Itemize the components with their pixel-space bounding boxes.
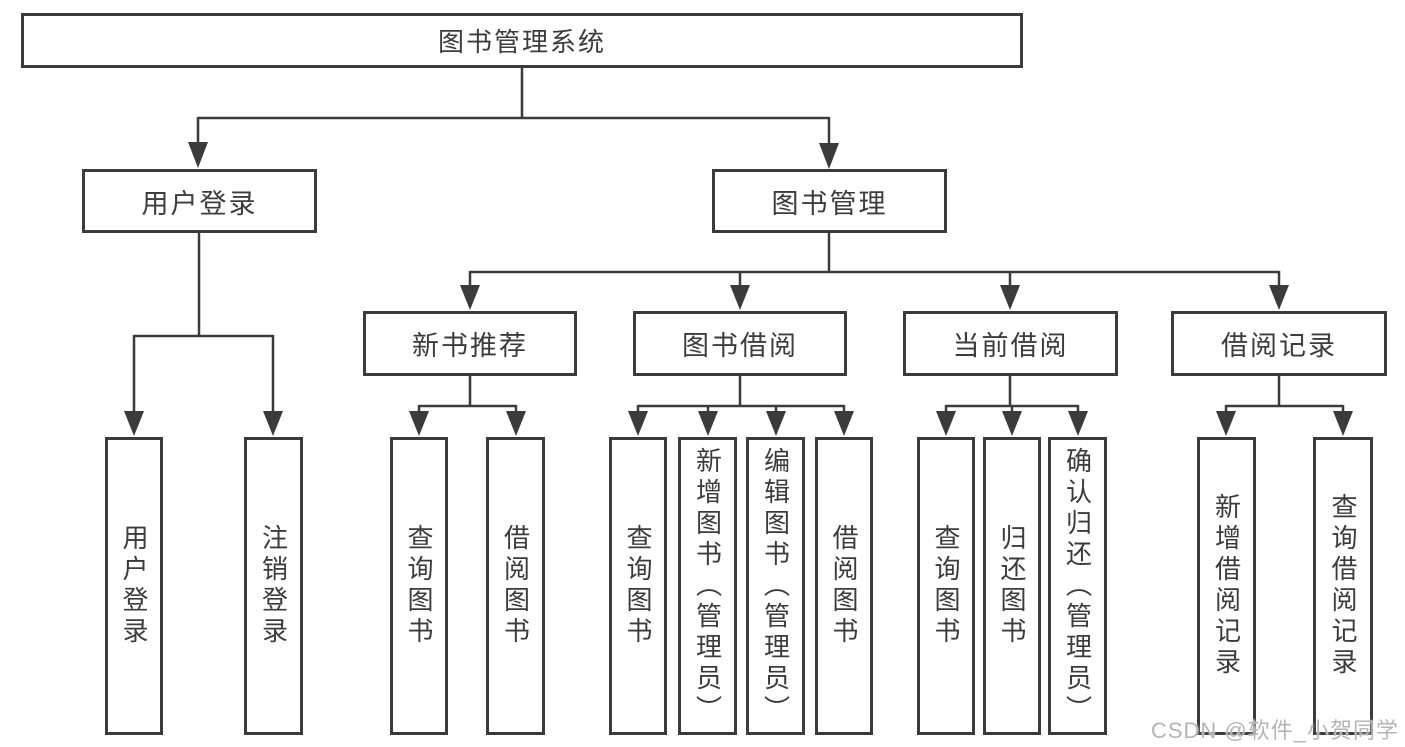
leaf-cb-query-book: 查询图书 <box>917 437 975 735</box>
leaf-br-query-record-label: 查询借阅记录 <box>1328 493 1358 679</box>
arrow-down-icon <box>1002 411 1022 436</box>
connector-lines <box>132 68 1345 414</box>
leaf-user-login-label: 用户登录 <box>119 524 149 648</box>
leaf-br-add-record-label: 新增借阅记录 <box>1211 493 1242 679</box>
node-borrow-records: 借阅记录 <box>1171 311 1387 376</box>
leaf-bb-add-book-label: 新增图书（管理员） <box>692 446 723 726</box>
leaf-cb-return-book: 归还图书 <box>983 437 1041 735</box>
leaf-br-add-record: 新增借阅记录 <box>1197 437 1256 735</box>
leaf-cb-confirm-return: 确认归还（管理员） <box>1048 437 1107 735</box>
leaf-cb-return-book-label: 归还图书 <box>997 524 1027 648</box>
node-new-book-recommend-label: 新书推荐 <box>412 331 528 361</box>
arrow-down-icon <box>628 411 648 436</box>
arrow-down-icon <box>1000 285 1020 310</box>
leaf-bb-query-book: 查询图书 <box>609 437 667 735</box>
leaf-logout-login: 注销登录 <box>244 437 303 735</box>
arrow-down-icon <box>1269 285 1289 310</box>
node-borrow-records-label: 借阅记录 <box>1221 331 1337 361</box>
csdn-watermark: CSDN @软件_小贺同学 <box>1150 718 1399 743</box>
leaf-nbr-borrow-book-label: 借阅图书 <box>500 524 531 648</box>
arrow-down-icon <box>819 143 839 169</box>
arrow-down-icon <box>834 411 854 436</box>
arrow-down-icon <box>766 411 786 436</box>
node-root-label: 图书管理系统 <box>437 27 606 57</box>
leaf-nbr-borrow-book: 借阅图书 <box>486 437 545 735</box>
arrow-down-icon <box>1333 411 1353 436</box>
arrow-down-icon <box>409 411 429 436</box>
leaf-nbr-query-book: 查询图书 <box>390 437 448 735</box>
node-book-borrow: 图书借阅 <box>633 311 847 376</box>
leaf-bb-query-book-label: 查询图书 <box>623 524 653 648</box>
arrow-down-icon <box>460 285 480 310</box>
node-current-borrow: 当前借阅 <box>903 311 1118 376</box>
node-user-login: 用户登录 <box>82 169 317 233</box>
node-current-borrow-label: 当前借阅 <box>952 331 1069 361</box>
arrow-down-icon <box>1068 411 1088 436</box>
node-book-borrow-label: 图书借阅 <box>682 331 798 361</box>
arrow-down-icon <box>263 411 283 436</box>
node-user-login-label: 用户登录 <box>141 188 258 219</box>
arrow-down-icon <box>1216 411 1236 436</box>
arrow-down-icon <box>188 142 208 168</box>
leaf-logout-login-label: 注销登录 <box>258 524 289 648</box>
leaf-cb-confirm-return-label: 确认归还（管理员） <box>1062 446 1093 726</box>
leaf-br-query-record: 查询借阅记录 <box>1313 437 1373 735</box>
leaf-bb-add-book: 新增图书（管理员） <box>678 437 737 735</box>
node-root: 图书管理系统 <box>21 13 1023 68</box>
arrow-down-icon <box>730 285 750 310</box>
arrow-down-icons <box>124 142 1353 436</box>
leaf-user-login: 用户登录 <box>105 437 163 735</box>
node-book-management-label: 图书管理 <box>771 188 888 219</box>
leaf-cb-query-book-label: 查询图书 <box>931 524 961 648</box>
node-new-book-recommend: 新书推荐 <box>363 311 577 376</box>
leaf-nbr-query-book-label: 查询图书 <box>404 524 434 648</box>
leaf-bb-edit-book-label: 编辑图书（管理员） <box>760 446 791 726</box>
arrow-down-icon <box>506 411 526 436</box>
leaf-bb-borrow-book-label: 借阅图书 <box>829 524 859 648</box>
arrow-down-icon <box>124 411 144 436</box>
arrow-down-icon <box>698 411 718 436</box>
leaf-bb-borrow-book: 借阅图书 <box>815 437 873 735</box>
arrow-down-icon <box>936 411 956 436</box>
leaf-bb-edit-book: 编辑图书（管理员） <box>746 437 805 735</box>
node-book-management: 图书管理 <box>712 169 947 233</box>
